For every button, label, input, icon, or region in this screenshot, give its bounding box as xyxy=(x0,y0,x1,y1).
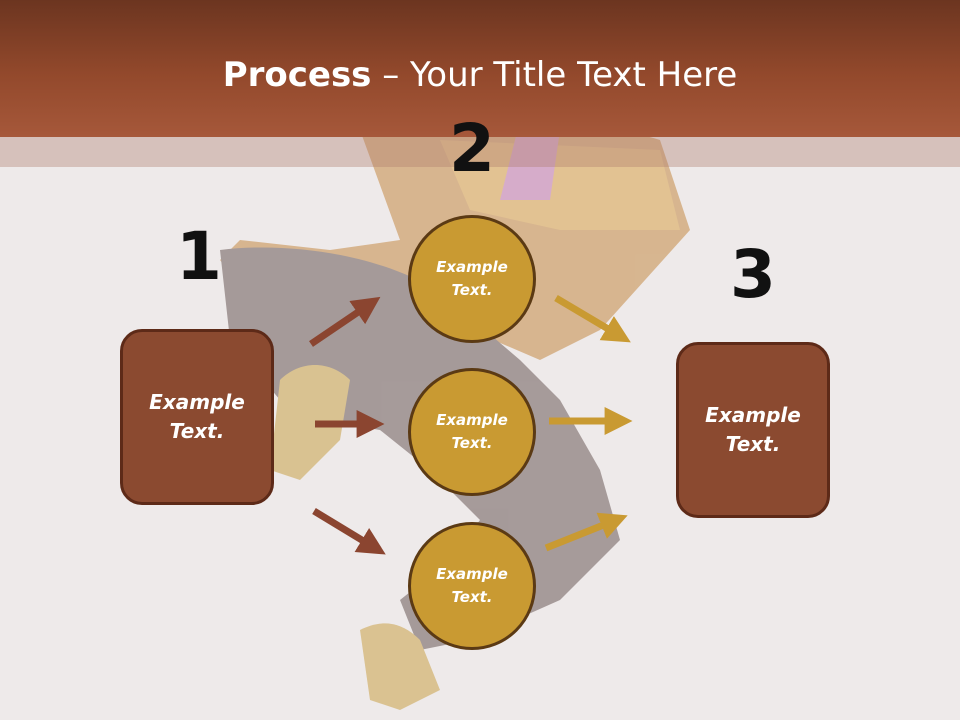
slide-title: Process – Your Title Text Here xyxy=(0,52,960,98)
end-box-label: Example Text. xyxy=(705,403,801,456)
title-bold-word: Process xyxy=(222,55,372,95)
step-number-1: 1 xyxy=(176,218,222,295)
title-bar xyxy=(0,0,960,137)
step-number-3: 3 xyxy=(730,236,776,313)
start-box: Example Text. xyxy=(120,329,274,505)
title-rest: – Your Title Text Here xyxy=(371,55,738,95)
circle-1-label: Example Text. xyxy=(436,258,508,299)
circle-step-1: Example Text. xyxy=(408,215,536,343)
circle-step-2: Example Text. xyxy=(408,368,536,496)
step-number-2: 2 xyxy=(449,110,495,187)
circle-3-label: Example Text. xyxy=(436,565,508,606)
end-box: Example Text. xyxy=(676,342,830,518)
start-box-label: Example Text. xyxy=(149,390,245,443)
title-bar-band xyxy=(0,137,960,167)
circle-2-label: Example Text. xyxy=(436,411,508,452)
circle-step-3: Example Text. xyxy=(408,522,536,650)
